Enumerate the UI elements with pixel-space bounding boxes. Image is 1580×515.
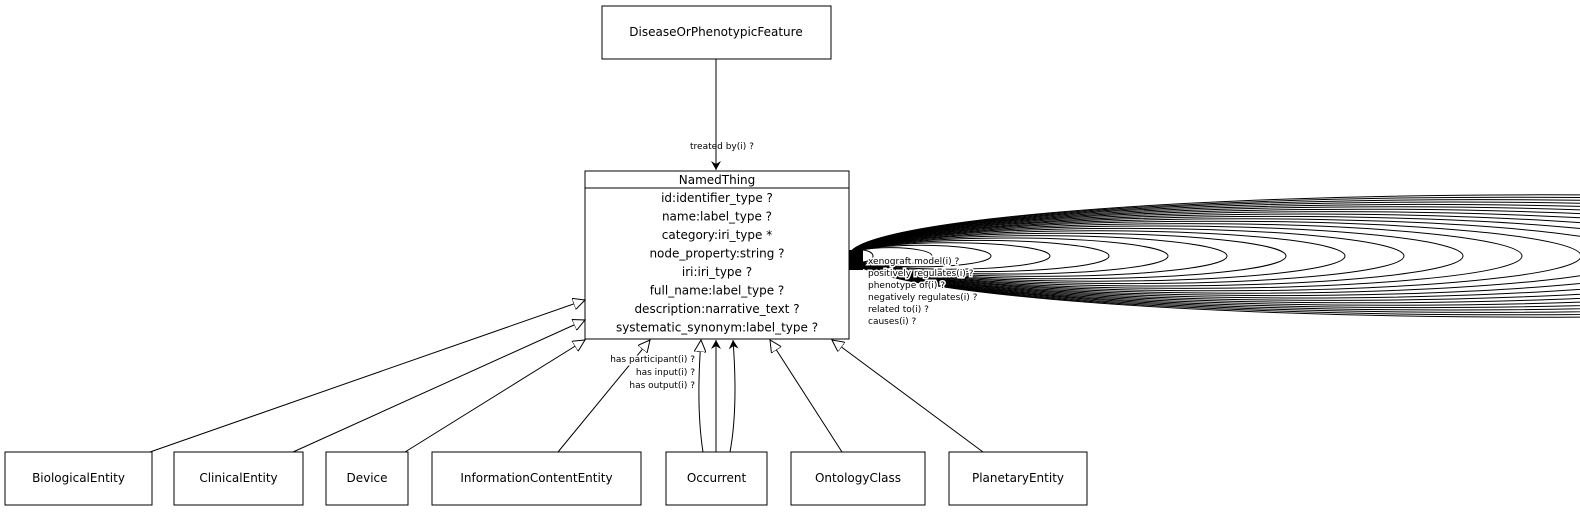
class-name: InformationContentEntity bbox=[460, 471, 612, 485]
class-name: OntologyClass bbox=[815, 471, 901, 485]
generalization-arrow bbox=[557, 340, 650, 453]
class-name: Occurrent bbox=[687, 471, 747, 485]
generalization-arrow bbox=[770, 340, 843, 453]
class-clinical-entity[interactable]: ClinicalEntity bbox=[173, 451, 304, 506]
class-planetary-entity[interactable]: PlanetaryEntity bbox=[948, 451, 1088, 506]
attribute: full_name:label_type ? bbox=[650, 284, 785, 298]
association-label: has output(i) ? bbox=[629, 381, 695, 391]
attribute: category:iri_type * bbox=[662, 228, 772, 242]
self-association-label: positively regulates(i) ? bbox=[868, 269, 974, 279]
generalization-arrow bbox=[149, 300, 585, 453]
generalization-arrow bbox=[292, 320, 585, 453]
attribute: name:label_type ? bbox=[662, 210, 772, 224]
class-name: Device bbox=[346, 471, 387, 485]
attribute: node_property:string ? bbox=[649, 247, 784, 261]
class-name: BiologicalEntity bbox=[32, 471, 125, 485]
class-information-content-entity[interactable]: InformationContentEntity bbox=[431, 451, 642, 506]
class-name: PlanetaryEntity bbox=[972, 471, 1064, 485]
class-name: ClinicalEntity bbox=[199, 471, 277, 485]
treated-by-label: treated by(i) ? bbox=[690, 142, 754, 152]
generalization-arrow bbox=[404, 340, 585, 453]
class-name: DiseaseOrPhenotypicFeature bbox=[629, 25, 802, 39]
class-named-thing[interactable]: NamedThing id:identifier_type ? name:labe… bbox=[584, 170, 850, 340]
attribute: id:identifier_type ? bbox=[661, 191, 773, 205]
attribute: systematic_synonym:label_type ? bbox=[616, 321, 818, 335]
loop-arrowheads bbox=[849, 250, 863, 270]
association-label: has input(i) ? bbox=[636, 368, 695, 378]
attribute: description:narrative_text ? bbox=[634, 302, 799, 316]
class-biological-entity[interactable]: BiologicalEntity bbox=[4, 451, 153, 506]
class-disease-or-phenotypic-feature[interactable]: DiseaseOrPhenotypicFeature bbox=[601, 5, 832, 60]
self-association-label: related to(i) ? bbox=[868, 305, 929, 315]
self-association-label: negatively regulates(i) ? bbox=[868, 293, 978, 303]
association-label: has participant(i) ? bbox=[610, 355, 695, 365]
self-association-label: phenotype of(i) ? bbox=[868, 281, 945, 291]
class-occurrent[interactable]: Occurrent bbox=[665, 451, 768, 506]
occurrent-generalization bbox=[699, 340, 703, 453]
self-association-label: causes(i) ? bbox=[868, 317, 916, 327]
class-device[interactable]: Device bbox=[325, 451, 409, 506]
self-association-label: xenograft model(i) ? bbox=[868, 257, 960, 267]
class-ontology-class[interactable]: OntologyClass bbox=[790, 451, 926, 506]
generalization-arrow bbox=[832, 340, 984, 453]
occurrent-association bbox=[728, 339, 739, 453]
attribute: iri:iri_type ? bbox=[682, 265, 752, 279]
self-association-loop bbox=[848, 220, 1580, 292]
class-name: NamedThing bbox=[679, 173, 756, 187]
